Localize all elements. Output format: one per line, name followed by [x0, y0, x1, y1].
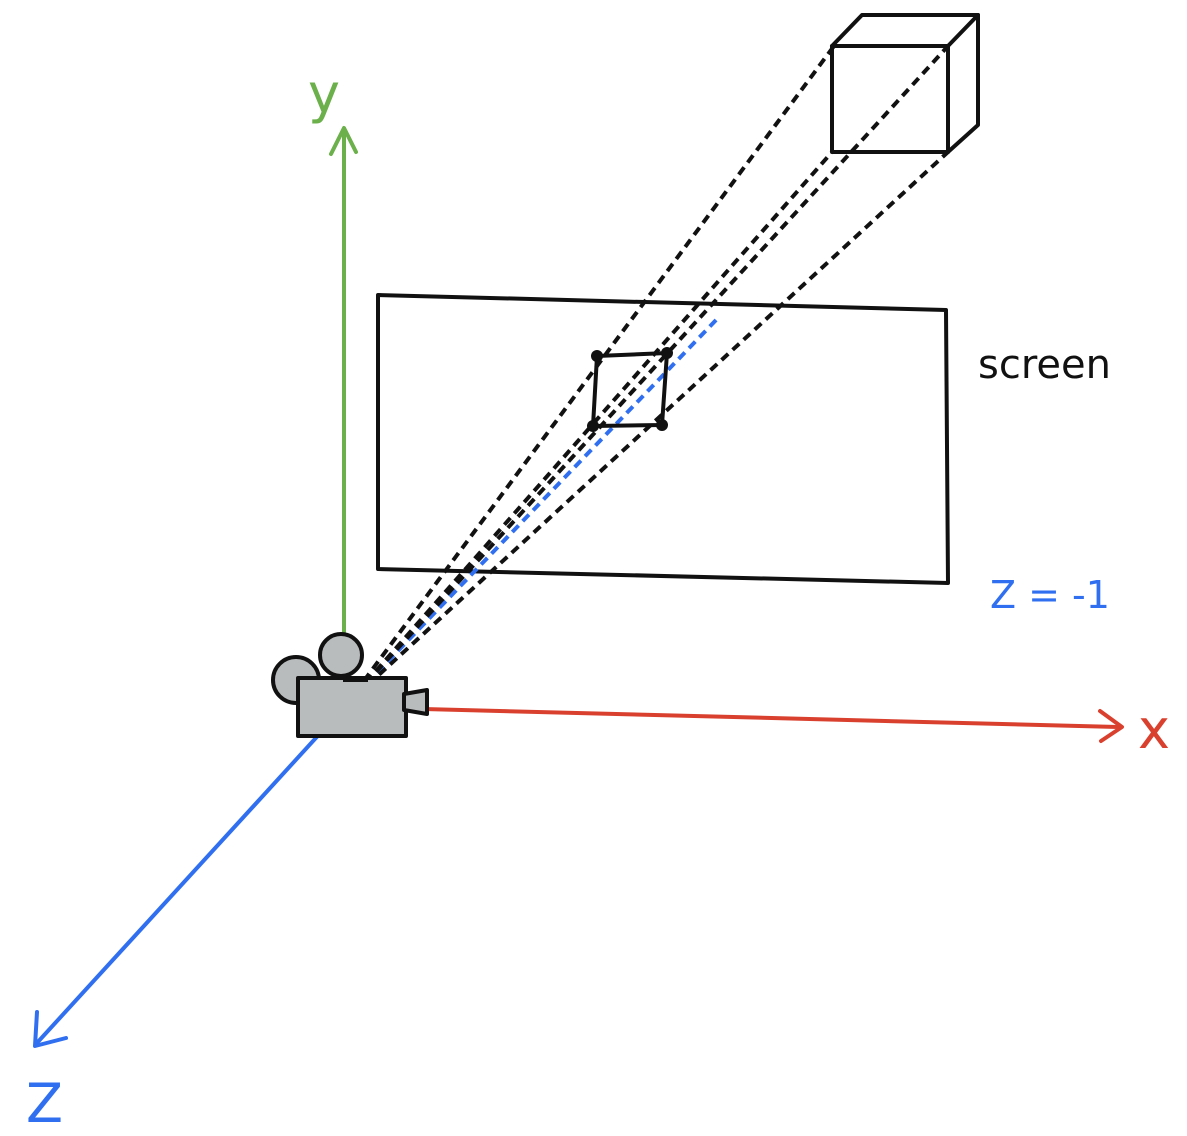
projected-square-outline: [591, 351, 669, 428]
movie-camera-icon: [271, 632, 429, 738]
x-axis: [344, 705, 1124, 743]
z-axis-arrowhead: [33, 1010, 68, 1048]
plane-depth-label: Z = -1: [990, 573, 1110, 617]
screen-label: screen: [978, 342, 1111, 388]
y-axis-label: y: [308, 62, 340, 125]
projected-vertex-dot: [587, 420, 599, 432]
y-axis-arrowhead: [329, 126, 358, 156]
x-axis-label: x: [1138, 698, 1170, 761]
projected-square: [587, 347, 673, 432]
projected-vertex-dot: [591, 350, 603, 362]
cube-top-face: [830, 13, 980, 48]
screen-plane: [376, 293, 950, 585]
projection-ray: [344, 150, 950, 707]
cube-icon: [830, 13, 980, 154]
y-axis: [329, 126, 358, 707]
z-axis-line: [34, 703, 348, 1046]
projected-vertex-dot: [661, 347, 673, 359]
cube-front-face: [830, 44, 950, 154]
camera-lens: [402, 688, 429, 716]
z-axis-label: Z: [26, 1072, 63, 1135]
camera-reel-front: [318, 632, 364, 678]
camera-body: [296, 676, 408, 738]
projected-vertex-dot: [656, 419, 668, 431]
z-axis: [33, 703, 348, 1048]
x-axis-line: [344, 705, 1120, 729]
cube-side-face: [946, 13, 980, 154]
projection-rays: [344, 44, 950, 707]
projection-ray: [344, 44, 950, 707]
center-ray: [344, 316, 720, 707]
x-axis-arrowhead: [1098, 709, 1124, 743]
projection-ray: [344, 44, 836, 707]
